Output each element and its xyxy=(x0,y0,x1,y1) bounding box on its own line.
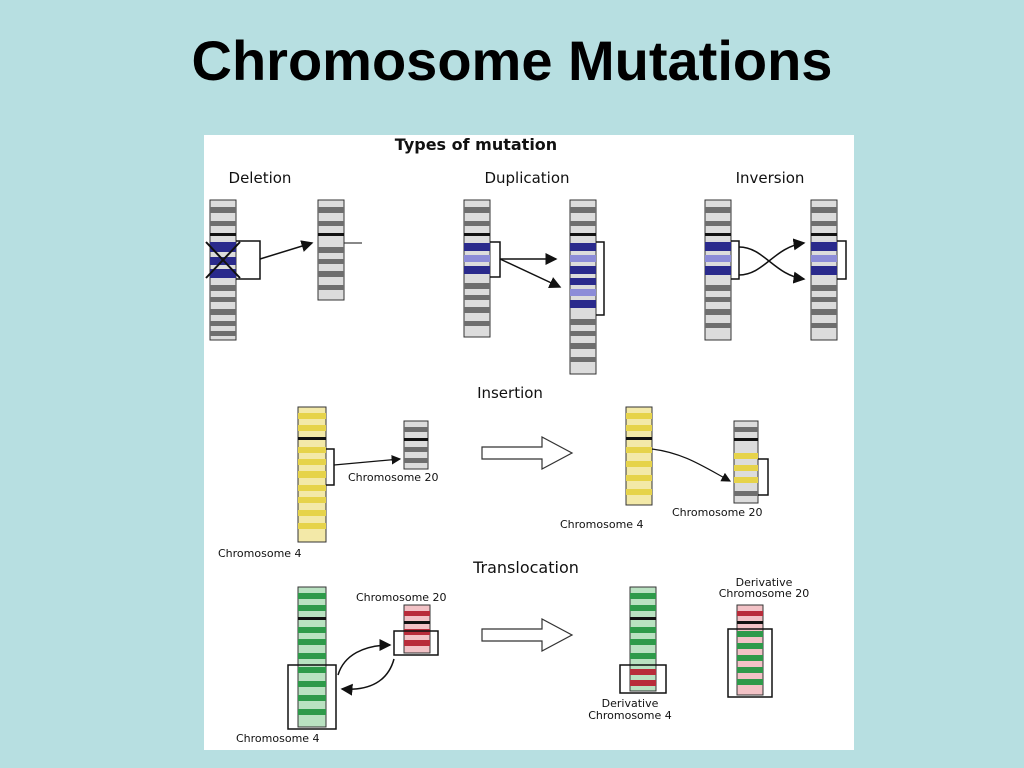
translocation-swap-arrow-down xyxy=(340,658,395,696)
duplication-original-chromosome xyxy=(463,199,491,338)
deletion-result-chromosome xyxy=(317,199,345,301)
inversion-bracket-left xyxy=(731,240,740,280)
insertion-chromosome-20 xyxy=(403,420,429,470)
derivative-chr20-box xyxy=(727,628,773,698)
translocation-label-chromosome-20: Chromosome 20 xyxy=(356,591,447,604)
insertion-result-label-chromosome-20: Chromosome 20 xyxy=(672,506,763,519)
derivative-chr4-label-line2: Chromosome 4 xyxy=(588,709,672,722)
slide-title: Chromosome Mutations xyxy=(191,29,833,92)
insertion-label-chromosome-20: Chromosome 20 xyxy=(348,471,439,484)
translocation-chromosome-20 xyxy=(403,604,431,654)
section-label-translocation: Translocation xyxy=(472,558,579,577)
inversion-result-chromosome xyxy=(810,199,838,341)
derivative-chr4-label-line1: Derivative xyxy=(602,697,659,710)
inversion-arrow-up xyxy=(738,238,806,276)
insertion-bracket xyxy=(326,448,335,486)
deletion-arrow xyxy=(259,240,314,260)
duplication-arrow-bottom xyxy=(499,258,562,288)
section-label-duplication: Duplication xyxy=(484,169,569,187)
insertion-result-arrow xyxy=(651,448,732,482)
insertion-result-bracket xyxy=(758,458,769,496)
inversion-bracket-right xyxy=(837,240,847,280)
translocation-label-chromosome-4: Chromosome 4 xyxy=(236,732,320,745)
section-label-inversion: Inversion xyxy=(736,169,805,187)
translocation-chromosome-4 xyxy=(297,586,327,728)
deletion-bracket xyxy=(236,240,261,280)
duplication-bracket-right xyxy=(596,241,605,316)
derivative-chr20-label-line2: Chromosome 20 xyxy=(719,587,810,600)
translocation-box-chr20 xyxy=(393,630,439,656)
section-label-insertion: Insertion xyxy=(477,384,543,402)
insertion-arrow xyxy=(333,454,402,466)
mutation-types-figure: Types of mutation Deletion Duplication I… xyxy=(204,135,854,750)
inversion-original-chromosome xyxy=(704,199,732,341)
section-label-deletion: Deletion xyxy=(229,169,292,187)
translocation-block-arrow xyxy=(481,618,574,652)
derivative-chromosome-20 xyxy=(736,604,764,696)
insertion-result-label-chromosome-4: Chromosome 4 xyxy=(560,518,644,531)
insertion-result-chromosome-4 xyxy=(625,406,653,506)
figure-heading: Types of mutation xyxy=(395,135,557,154)
insertion-result-chromosome-20 xyxy=(733,420,759,504)
derivative-chr4-box xyxy=(619,664,667,694)
insertion-block-arrow xyxy=(481,436,574,470)
derivative-chr20-label-line1: Derivative xyxy=(736,576,793,589)
duplication-result-chromosome xyxy=(569,199,597,375)
insertion-label-chromosome-4: Chromosome 4 xyxy=(218,547,302,560)
translocation-swap-arrow-up xyxy=(337,639,392,676)
insertion-chromosome-4 xyxy=(297,406,327,543)
duplication-bracket-left xyxy=(490,241,501,278)
translocation-box-chr4 xyxy=(287,664,337,730)
derivative-chromosome-4 xyxy=(629,586,657,692)
deletion-original-chromosome xyxy=(205,199,241,341)
inversion-arrow-down xyxy=(738,246,806,284)
